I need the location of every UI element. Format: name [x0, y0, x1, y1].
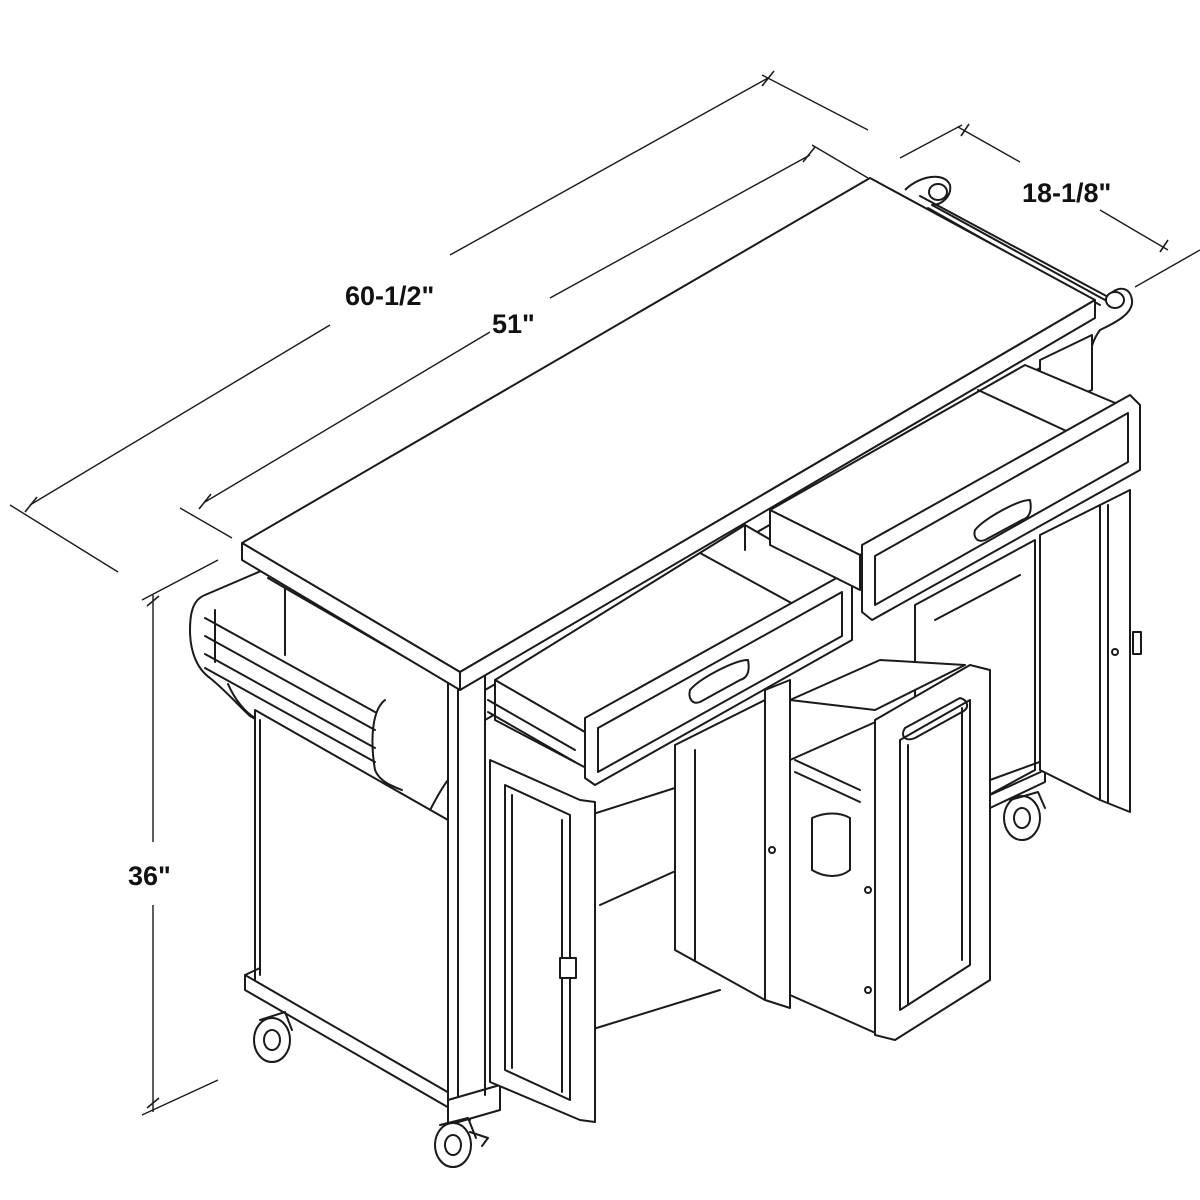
dimension-height: 36" [128, 559, 219, 1116]
left-cabinet-side-panel [244, 709, 471, 1121]
right-drawer-open [769, 364, 1141, 621]
right-back-door-open [1039, 489, 1142, 813]
pullout-front-panel [874, 664, 991, 1041]
dimension-label-top-width: 51" [492, 309, 535, 339]
middle-door-open [674, 679, 791, 1009]
dimension-top-width: 51" [179, 144, 869, 539]
left-front-door-open [489, 759, 596, 1123]
dimension-label-depth: 18-1/8" [1022, 178, 1111, 208]
dimension-depth: 18-1/8" [899, 123, 1200, 288]
left-drawer-open [487, 524, 853, 786]
dimension-overall-width: 60-1/2" [9, 70, 869, 573]
caster-wheel-front-right [434, 1117, 489, 1168]
countertop [241, 177, 1096, 691]
dimension-label-overall-width: 60-1/2" [345, 281, 434, 311]
caster-wheel-front-left [253, 1011, 293, 1063]
pullout-bin-drawer [789, 659, 966, 1036]
caster-wheel-back-right [1003, 791, 1046, 841]
dimension-label-height: 36" [128, 861, 171, 891]
